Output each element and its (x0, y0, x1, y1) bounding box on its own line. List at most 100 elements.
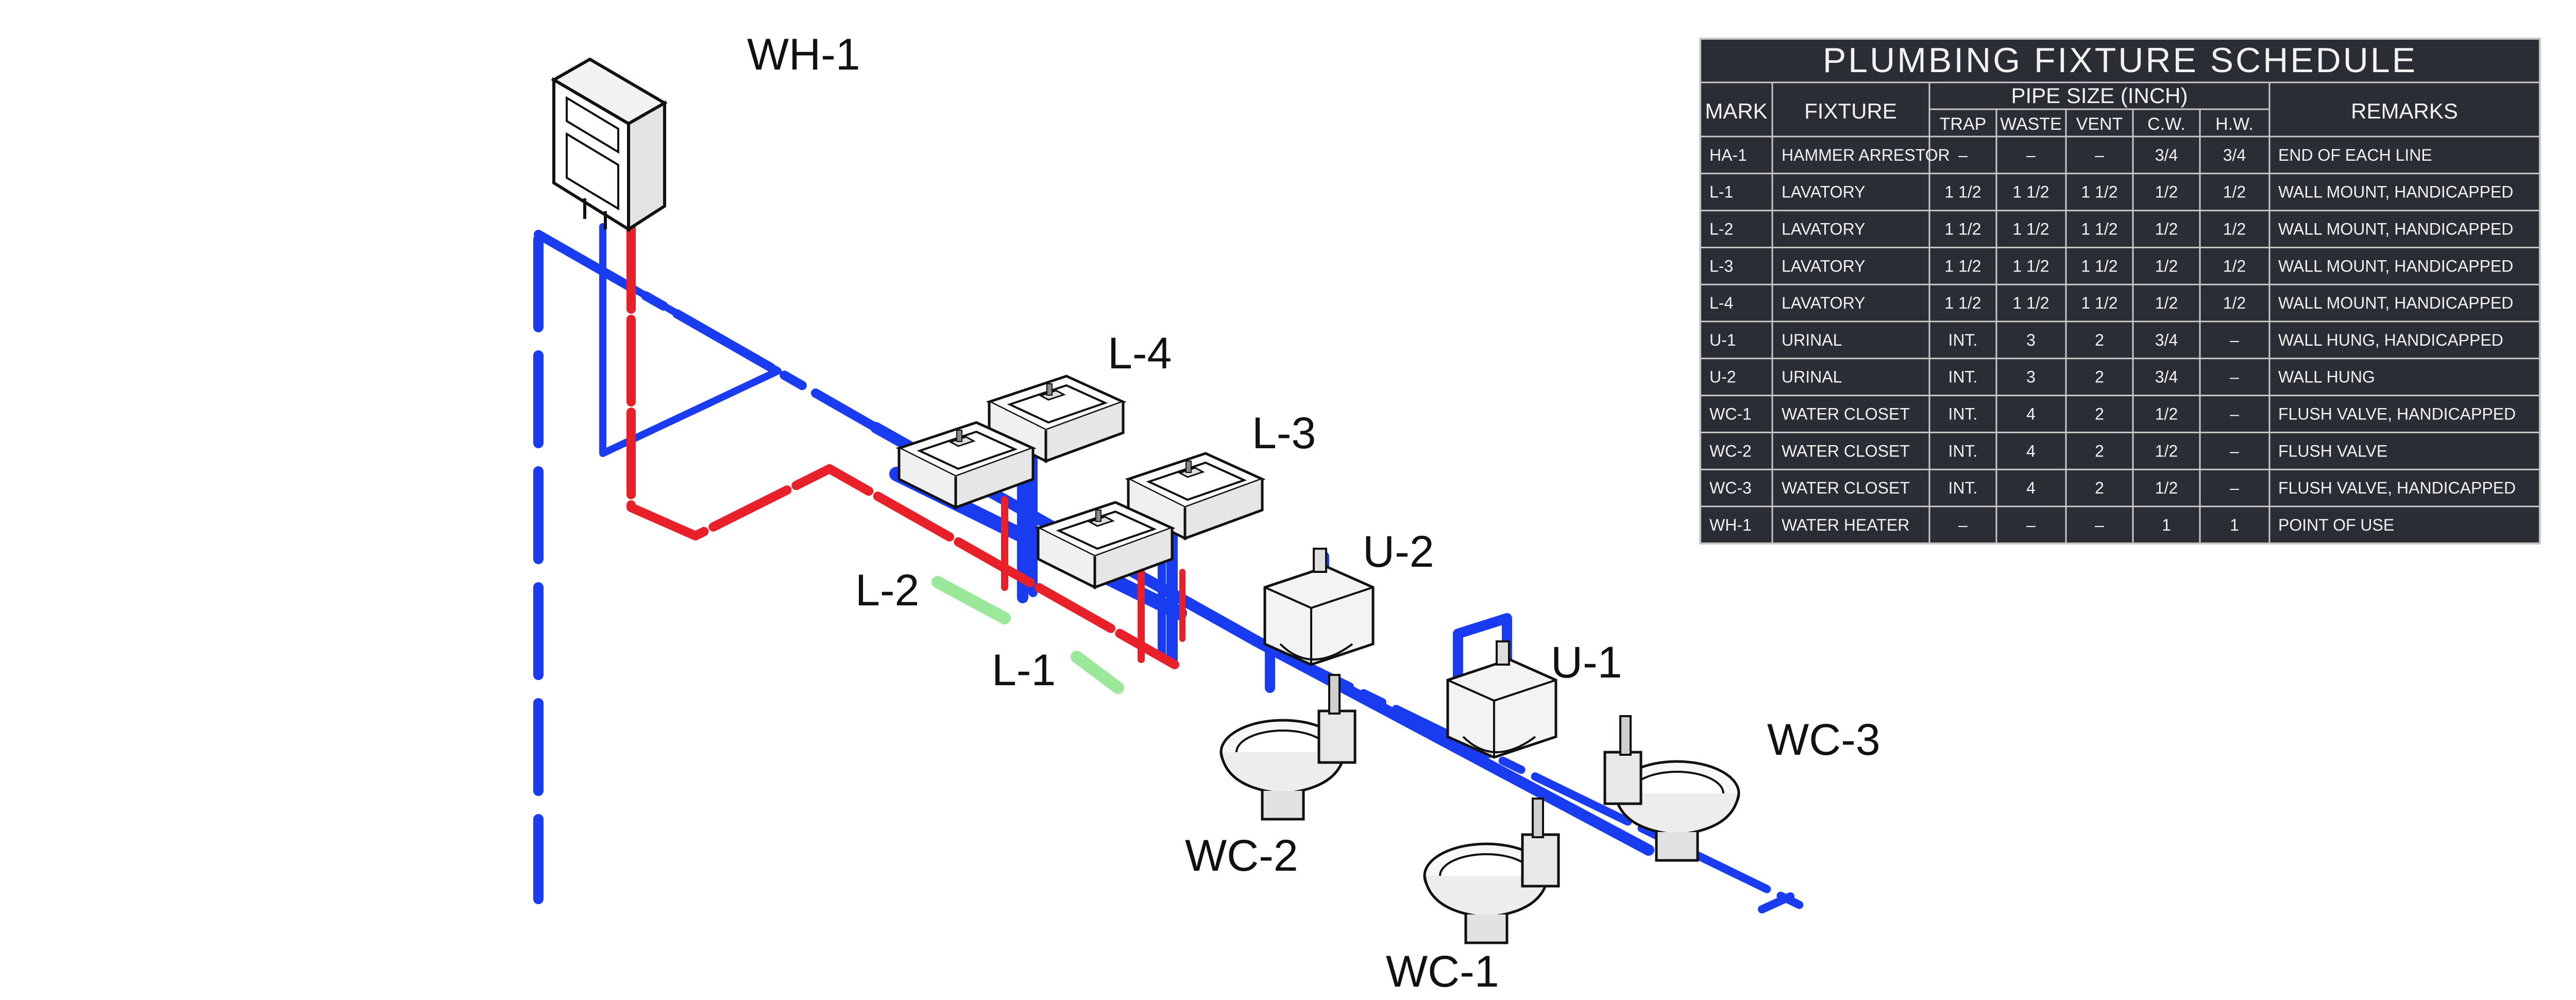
table-cell: 3/4 (2155, 146, 2178, 164)
table-cell: 1 1/2 (2081, 294, 2117, 312)
label-u1: U-1 (1551, 638, 1622, 687)
urinal-u2 (1265, 549, 1373, 665)
schedule-background (1699, 38, 2541, 545)
table-cell: 3/4 (2155, 331, 2178, 349)
table-cell: L-3 (1709, 257, 1733, 275)
water-heater (551, 57, 668, 232)
table-cell: – (2230, 479, 2239, 497)
label-l1: L-1 (992, 646, 1056, 695)
table-cell: 1/2 (2223, 220, 2246, 239)
table-cell: INT. (1948, 479, 1978, 497)
schedule-grid (1700, 81, 2540, 544)
table-cell: WATER CLOSET (1782, 479, 1910, 497)
table-cell: – (2230, 405, 2239, 423)
schedule-subheader: WASTE (2000, 114, 2062, 134)
table-cell: U-2 (1709, 368, 1736, 386)
table-cell: POINT OF USE (2278, 516, 2394, 534)
table-cell: 1/2 (2223, 294, 2246, 312)
label-wc2: WC-2 (1185, 831, 1298, 880)
table-cell: 4 (2026, 479, 2036, 497)
table-cell: LAVATORY (1782, 257, 1865, 275)
table-cell: 1/2 (2155, 405, 2178, 423)
table-cell: 1 (2162, 516, 2171, 534)
schedule-header-fixture: FIXTURE (1804, 99, 1897, 123)
table-cell: WALL HUNG (2278, 368, 2375, 386)
schedule-header-mark: MARK (1705, 99, 1767, 123)
table-cell: L-1 (1709, 183, 1733, 201)
table-cell: 1 1/2 (2081, 220, 2117, 239)
schedule-header-pipe-size: PIPE SIZE (INCH) (2011, 83, 2188, 108)
table-cell: LAVATORY (1782, 220, 1865, 239)
table-cell: 3 (2026, 368, 2036, 386)
urinal-u1 (1448, 641, 1556, 757)
table-cell: – (1958, 516, 1968, 534)
label-l3: L-3 (1252, 409, 1316, 458)
schedule-header-remarks: REMARKS (2351, 99, 2458, 123)
table-cell: LAVATORY (1782, 294, 1865, 312)
plumbing-fixture-schedule: PLUMBING FIXTURE SCHEDULE MARK FIXTURE P… (1699, 38, 2541, 545)
schedule-row-lines (1700, 173, 2540, 507)
table-cell: 1 1/2 (1944, 220, 1981, 239)
main-end-cap (1758, 892, 1794, 913)
table-cell: 1 1/2 (2081, 257, 2117, 275)
table-cell: 3/4 (2223, 146, 2246, 164)
table-cell: 4 (2026, 442, 2036, 460)
table-cell: 2 (2095, 442, 2104, 460)
schedule-subheader: TRAP (1940, 114, 1987, 134)
label-wh1: WH-1 (747, 30, 860, 79)
table-cell: WATER HEATER (1782, 516, 1909, 534)
table-cell: URINAL (1782, 368, 1842, 386)
hot-water-piping (626, 222, 1185, 669)
table-cell: 1 1/2 (2081, 183, 2117, 201)
table-cell: INT. (1948, 368, 1978, 386)
table-cell: FLUSH VALVE, HANDICAPPED (2278, 479, 2516, 497)
table-cell: 4 (2026, 405, 2036, 423)
table-cell: 1 1/2 (2012, 183, 2049, 201)
table-cell: HAMMER ARRESTOR (1782, 146, 1950, 164)
table-cell: L-2 (1709, 220, 1733, 239)
schedule-title: PLUMBING FIXTURE SCHEDULE (1823, 41, 2417, 80)
table-cell: INT. (1948, 405, 1978, 423)
table-cell: FLUSH VALVE (2278, 442, 2387, 460)
table-cell: WALL MOUNT, HANDICAPPED (2278, 257, 2513, 275)
table-cell: WALL MOUNT, HANDICAPPED (2278, 183, 2513, 201)
table-cell: 1 1/2 (2012, 294, 2049, 312)
water-closet-wc2 (1221, 675, 1355, 819)
table-cell: 1 1/2 (1944, 183, 1981, 201)
table-cell: 1/2 (2155, 220, 2178, 239)
table-cell: INT. (1948, 442, 1978, 460)
table-cell: WALL MOUNT, HANDICAPPED (2278, 220, 2513, 239)
table-cell: 1 1/2 (1944, 257, 1981, 275)
label-wc3: WC-3 (1767, 715, 1880, 765)
fixture-labels: WH-1 L-4 L-3 L-2 L-1 U-2 U-1 WC-3 WC-2 W… (747, 30, 1880, 996)
table-cell: LAVATORY (1782, 183, 1865, 201)
label-u2: U-2 (1363, 527, 1434, 577)
table-cell: – (1958, 146, 1968, 164)
table-cell: 2 (2095, 479, 2104, 497)
l2-highlight (931, 576, 1011, 624)
table-cell: 1/2 (2155, 442, 2178, 460)
label-l4: L-4 (1108, 329, 1172, 378)
table-cell: L-4 (1709, 294, 1733, 312)
water-closet-wc1 (1425, 799, 1558, 943)
table-cell: – (2230, 368, 2239, 386)
table-cell: – (2095, 146, 2104, 164)
table-cell: U-1 (1709, 331, 1736, 349)
water-heater-cold-loop (535, 223, 782, 457)
table-cell: URINAL (1782, 331, 1842, 349)
table-cell: WH-1 (1709, 516, 1752, 534)
table-cell: 1/2 (2155, 183, 2178, 201)
schedule-subheader: VENT (2076, 114, 2123, 134)
